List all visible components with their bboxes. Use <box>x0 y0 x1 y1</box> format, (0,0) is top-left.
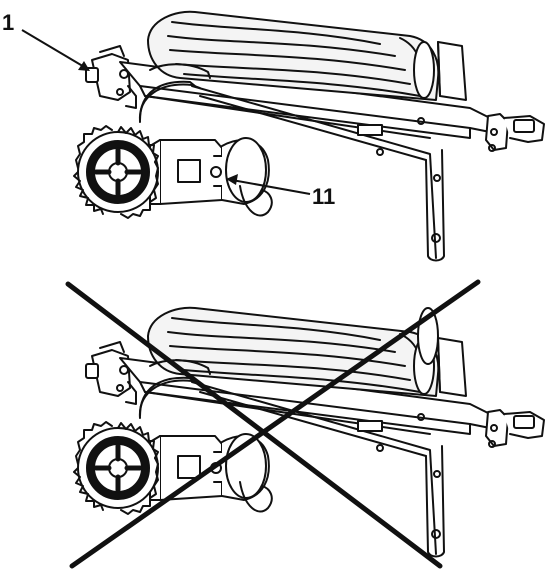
callout-11-leader-line <box>231 179 311 195</box>
x-mark-stroke-2 <box>69 279 481 569</box>
callout-1-arrowhead <box>78 61 90 71</box>
callout-11-arrowhead <box>226 174 238 185</box>
callout-11: 11 <box>226 174 335 209</box>
panel-correct-usage: 1 11 <box>2 10 544 261</box>
callout-1-label: 1 <box>2 10 14 35</box>
callout-1: 1 <box>2 10 90 71</box>
prohibited-x-mark <box>65 279 481 569</box>
panel-incorrect-usage <box>65 279 544 569</box>
log-splitter-drawing <box>74 12 544 261</box>
x-mark-stroke-1 <box>65 281 443 569</box>
callout-11-label: 11 <box>312 184 335 209</box>
callout-1-leader-line <box>21 29 87 69</box>
